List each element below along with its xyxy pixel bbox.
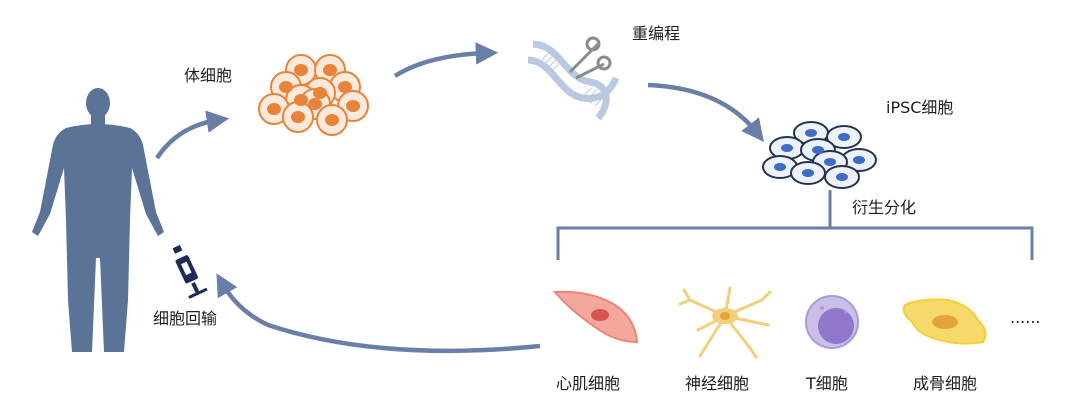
syringe-icon <box>172 244 208 299</box>
label-ipsc-cell: iPSC细胞 <box>886 98 954 117</box>
label-more: ...... <box>1010 308 1041 327</box>
label-somatic-cell: 体细胞 <box>184 66 233 85</box>
label-cardiomyocyte: 心肌细胞 <box>556 374 621 393</box>
cardiomyocyte-icon <box>552 290 639 344</box>
arrow-infusion-back <box>216 273 541 354</box>
dna-scissors-icon <box>527 36 620 121</box>
label-differentiation: 衍生分化 <box>852 198 917 217</box>
label-reprogramming: 重编程 <box>632 24 681 43</box>
t-cell-icon <box>805 295 859 349</box>
label-neuron: 神经细胞 <box>685 374 750 393</box>
human-silhouette <box>32 88 164 352</box>
label-osteoblast: 成骨细胞 <box>913 374 978 393</box>
label-cell-infusion: 细胞回输 <box>153 309 218 328</box>
arrow-reprogramming-to-ipsc <box>647 82 764 142</box>
ipsc-cell-cluster <box>762 121 877 189</box>
label-t-cell: T细胞 <box>806 374 848 393</box>
osteoblast-icon <box>902 298 987 345</box>
arrow-somatic-to-reprogramming <box>393 42 499 78</box>
differentiation-bracket <box>556 190 1034 260</box>
arrow-human-to-somatic <box>155 110 230 160</box>
